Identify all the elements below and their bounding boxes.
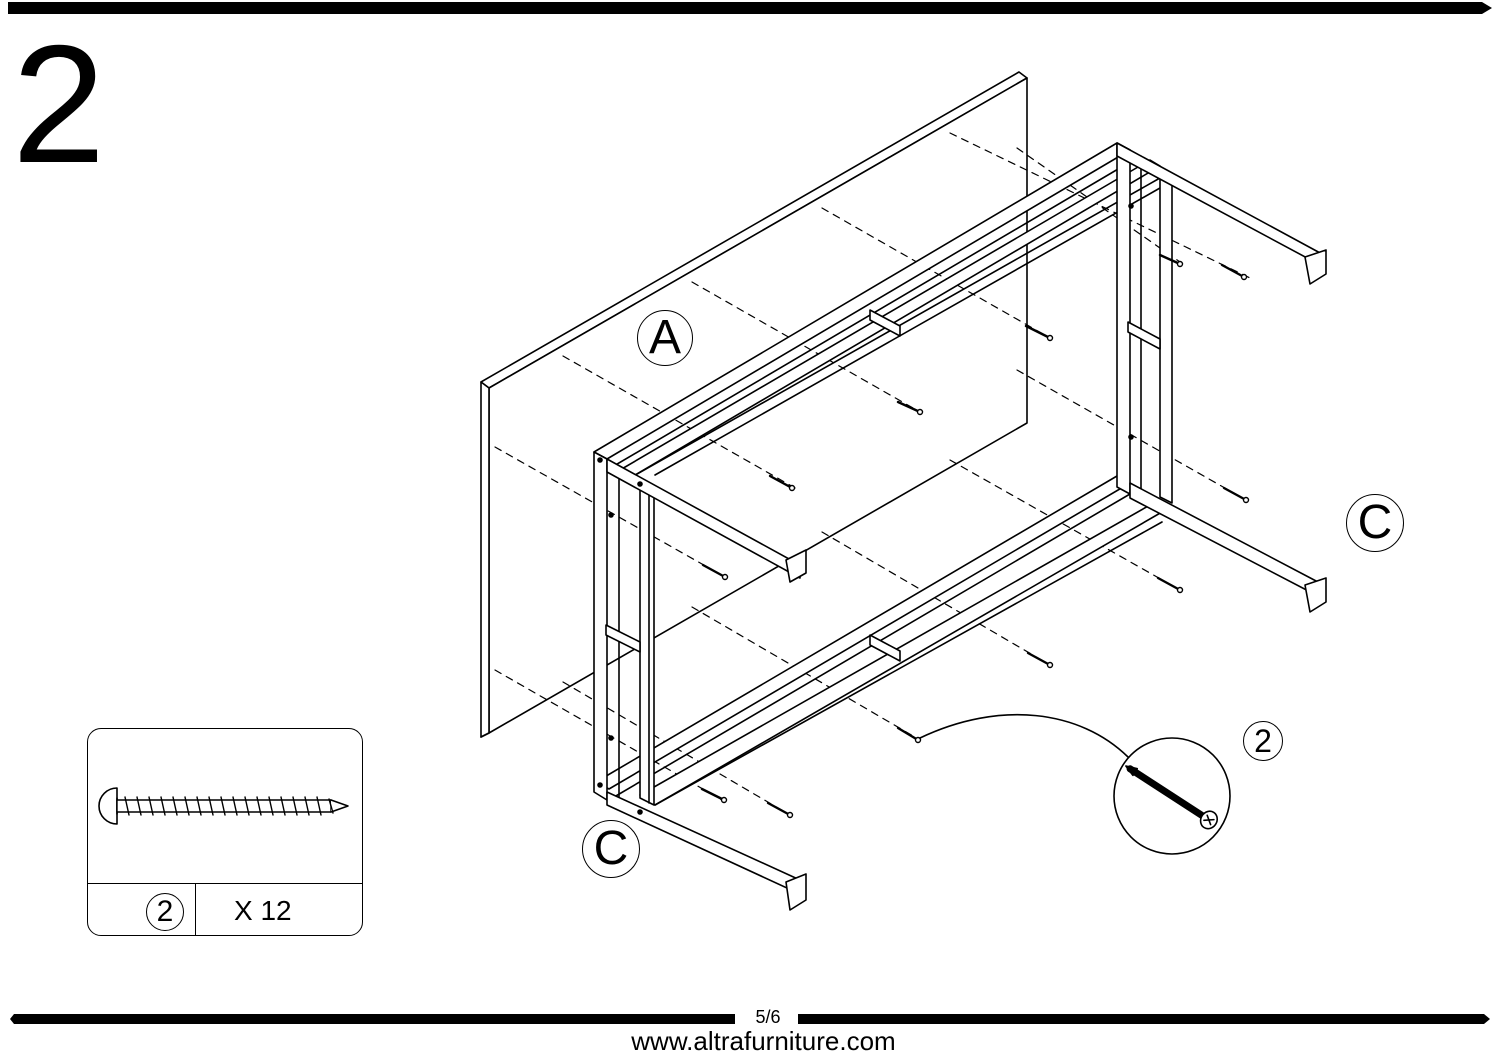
screw-callout (920, 715, 1230, 854)
parts-divider-horizontal (88, 883, 362, 884)
website-url: www.altrafurniture.com (0, 1026, 1498, 1057)
parts-divider-vertical (195, 883, 196, 935)
bottom-border-right (798, 1014, 1490, 1024)
bottom-border-left (10, 1014, 735, 1024)
label-frame-right: C (1346, 494, 1404, 552)
step-number: 2 (12, 20, 105, 188)
page-number: 5/6 (740, 1007, 796, 1028)
parts-id-badge: 2 (146, 893, 184, 931)
top-border (8, 2, 1492, 14)
label-panel-a: A (637, 310, 693, 366)
parts-list-box: 2 X 12 (87, 728, 363, 936)
parts-quantity: X 12 (234, 895, 292, 927)
label-screw-callout: 2 (1243, 721, 1283, 761)
label-frame-left: C (582, 820, 640, 878)
